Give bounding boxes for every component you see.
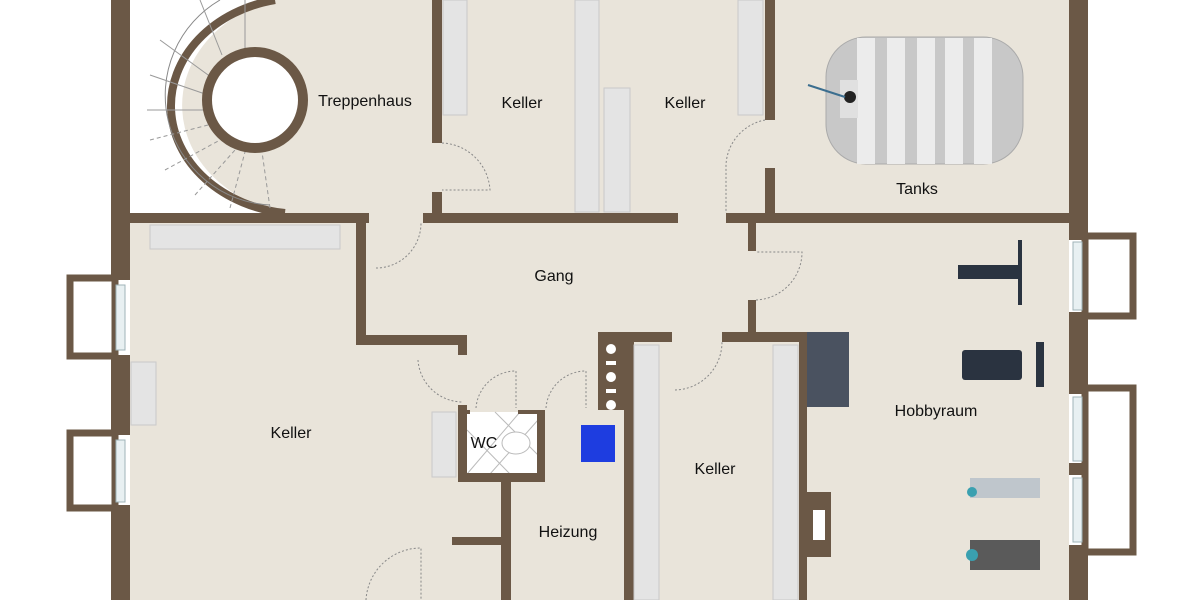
wall <box>799 332 807 600</box>
spiral-staircase <box>147 0 308 217</box>
wall <box>518 410 545 414</box>
wall <box>432 0 442 143</box>
wall <box>356 223 366 345</box>
wall <box>600 332 672 342</box>
wall <box>748 300 756 332</box>
wall <box>1069 545 1088 600</box>
wall <box>452 537 501 545</box>
gym-equipment <box>807 240 1044 570</box>
heating-boiler <box>581 425 615 462</box>
wall <box>458 473 545 482</box>
shelf <box>431 411 457 478</box>
window-glass <box>1072 396 1083 462</box>
shelf <box>633 344 660 600</box>
wall <box>624 332 634 600</box>
wall <box>765 168 775 213</box>
room-label-gang: Gang <box>534 268 573 285</box>
room-label-keller: Keller <box>695 461 737 478</box>
room-label-keller: Keller <box>271 425 313 442</box>
window-glass <box>1072 477 1083 543</box>
rowing-machine <box>970 478 1040 498</box>
room-label-hobbyraum: Hobbyraum <box>895 403 978 420</box>
wall <box>537 410 545 482</box>
wall <box>458 335 467 355</box>
shelf <box>772 344 799 600</box>
wall <box>1069 312 1088 394</box>
room-label-keller: Keller <box>665 95 707 112</box>
wall <box>458 405 467 482</box>
room-label-treppenhaus: Treppenhaus <box>318 93 412 110</box>
wall <box>432 192 442 213</box>
wall <box>111 505 130 600</box>
tank <box>807 36 1024 165</box>
wall <box>1069 463 1088 475</box>
wall <box>748 223 756 251</box>
shelf <box>442 0 468 116</box>
window-right-1 <box>1081 232 1137 320</box>
shelf <box>149 224 341 250</box>
shelf <box>130 361 157 426</box>
wall <box>722 332 807 342</box>
door-swings <box>365 119 803 600</box>
window-glass <box>115 284 126 351</box>
chimney-vents <box>606 344 616 410</box>
chimney <box>598 332 624 410</box>
wall <box>111 355 130 435</box>
room-label-tanks: Tanks <box>896 181 938 198</box>
window-right-2 <box>1081 384 1137 556</box>
dumbbell-rack <box>807 332 849 407</box>
stair-void <box>130 0 150 213</box>
wall <box>726 213 1069 223</box>
shelf <box>574 0 600 213</box>
room-label-keller: Keller <box>502 95 544 112</box>
room-label-wc: WC <box>471 435 498 452</box>
window-glass <box>1072 241 1083 311</box>
shelf <box>603 87 631 213</box>
wall <box>501 482 511 600</box>
room-label-heizung: Heizung <box>539 524 598 541</box>
wall <box>130 213 369 223</box>
window-left-1 <box>66 274 119 360</box>
wall <box>423 213 678 223</box>
exercise-bike <box>970 540 1040 570</box>
wall <box>458 410 470 414</box>
weight-bench <box>958 265 1018 279</box>
window-left-2 <box>66 429 119 512</box>
cabinet-sink <box>813 510 825 540</box>
shelf <box>737 0 764 116</box>
wall <box>111 0 130 280</box>
wall <box>765 0 775 120</box>
wall <box>356 335 467 345</box>
window-glass <box>115 439 126 503</box>
bench-press <box>962 350 1022 380</box>
toilet <box>501 431 531 455</box>
wall <box>1069 0 1088 240</box>
